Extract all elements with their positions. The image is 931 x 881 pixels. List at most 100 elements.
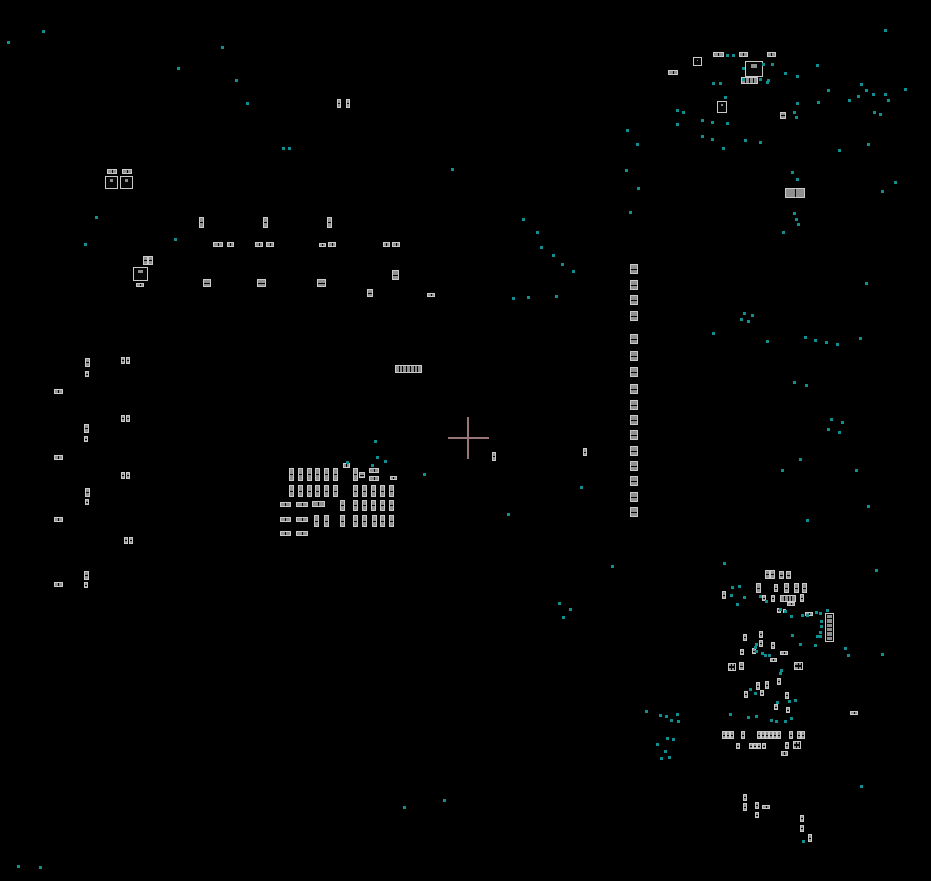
component-footprint[interactable] [739,52,748,57]
via-dot[interactable] [755,650,758,653]
component-footprint[interactable] [630,446,638,456]
via-dot[interactable] [884,93,887,96]
component-footprint[interactable] [85,371,89,377]
component-footprint[interactable] [770,570,775,579]
component-footprint[interactable] [324,485,329,497]
via-dot[interactable] [522,218,525,221]
component-footprint[interactable] [84,571,89,580]
component-footprint[interactable] [353,485,358,497]
component-footprint[interactable] [296,531,308,536]
via-dot[interactable] [371,464,374,467]
component-footprint[interactable] [780,651,788,655]
via-dot[interactable] [221,46,224,49]
via-dot[interactable] [838,431,841,434]
component-footprint[interactable] [298,485,303,497]
component-footprint[interactable] [744,691,748,698]
component-footprint[interactable] [825,613,834,642]
via-dot[interactable] [799,458,802,461]
component-footprint[interactable] [380,485,385,497]
component-footprint[interactable] [728,663,736,671]
component-footprint[interactable] [389,485,394,497]
component-footprint[interactable] [121,357,125,364]
component-footprint[interactable] [263,217,268,228]
via-dot[interactable] [740,318,743,321]
component-footprint[interactable] [324,468,329,481]
via-dot[interactable] [857,95,860,98]
component-footprint[interactable] [122,169,132,174]
via-dot[interactable] [719,82,722,85]
component-footprint[interactable] [203,279,211,287]
component-footprint[interactable] [85,358,90,367]
via-dot[interactable] [819,631,822,634]
via-dot[interactable] [881,653,884,656]
component-footprint[interactable] [298,468,303,481]
via-dot[interactable] [701,135,704,138]
component-footprint[interactable] [756,583,761,593]
via-dot[interactable] [820,625,823,628]
component-footprint[interactable] [630,351,638,361]
component-footprint[interactable] [213,242,223,247]
component-footprint[interactable] [126,472,130,479]
component-footprint[interactable] [785,742,789,749]
via-dot[interactable] [860,83,863,86]
component-footprint[interactable] [630,476,638,486]
via-dot[interactable] [820,620,823,623]
via-dot[interactable] [555,295,558,298]
via-dot[interactable] [865,282,868,285]
via-dot[interactable] [742,78,745,81]
via-dot[interactable] [629,211,632,214]
component-footprint[interactable] [296,502,308,507]
component-footprint[interactable] [762,805,770,809]
via-dot[interactable] [677,720,680,723]
component-footprint[interactable] [317,279,326,287]
component-footprint[interactable] [741,731,745,739]
via-dot[interactable] [826,609,829,612]
component-footprint[interactable] [780,595,796,602]
via-dot[interactable] [732,54,735,57]
via-dot[interactable] [747,320,750,323]
component-footprint[interactable] [630,492,638,502]
via-dot[interactable] [802,840,805,843]
via-dot[interactable] [527,296,530,299]
component-footprint[interactable] [85,488,90,497]
via-dot[interactable] [572,270,575,273]
component-footprint[interactable] [781,751,788,756]
component-footprint[interactable] [755,812,759,818]
via-dot[interactable] [759,141,762,144]
via-dot[interactable] [569,608,572,611]
via-dot[interactable] [561,263,564,266]
via-dot[interactable] [848,99,851,102]
via-dot[interactable] [676,109,679,112]
via-dot[interactable] [451,168,454,171]
via-dot[interactable] [814,644,817,647]
via-dot[interactable] [755,715,758,718]
via-dot[interactable] [580,486,583,489]
via-dot[interactable] [558,602,561,605]
via-dot[interactable] [872,93,875,96]
via-dot[interactable] [751,314,754,317]
via-dot[interactable] [637,187,640,190]
component-footprint[interactable] [136,283,144,287]
via-dot[interactable] [830,418,833,421]
via-dot[interactable] [805,384,808,387]
via-dot[interactable] [795,218,798,221]
component-footprint[interactable] [765,681,769,689]
component-footprint[interactable] [312,501,325,507]
via-dot[interactable] [788,700,791,703]
via-dot[interactable] [443,799,446,802]
via-dot[interactable] [814,339,817,342]
via-dot[interactable] [712,332,715,335]
component-footprint[interactable] [743,794,747,801]
via-dot[interactable] [722,147,725,150]
component-footprint[interactable] [759,640,763,647]
via-dot[interactable] [796,75,799,78]
via-dot[interactable] [790,615,793,618]
via-dot[interactable] [844,647,847,650]
via-dot[interactable] [799,643,802,646]
component-footprint[interactable] [257,279,266,287]
component-footprint[interactable] [769,731,773,739]
via-dot[interactable] [766,340,769,343]
via-dot[interactable] [816,635,819,638]
component-footprint[interactable] [850,711,858,715]
component-footprint[interactable] [717,101,727,113]
